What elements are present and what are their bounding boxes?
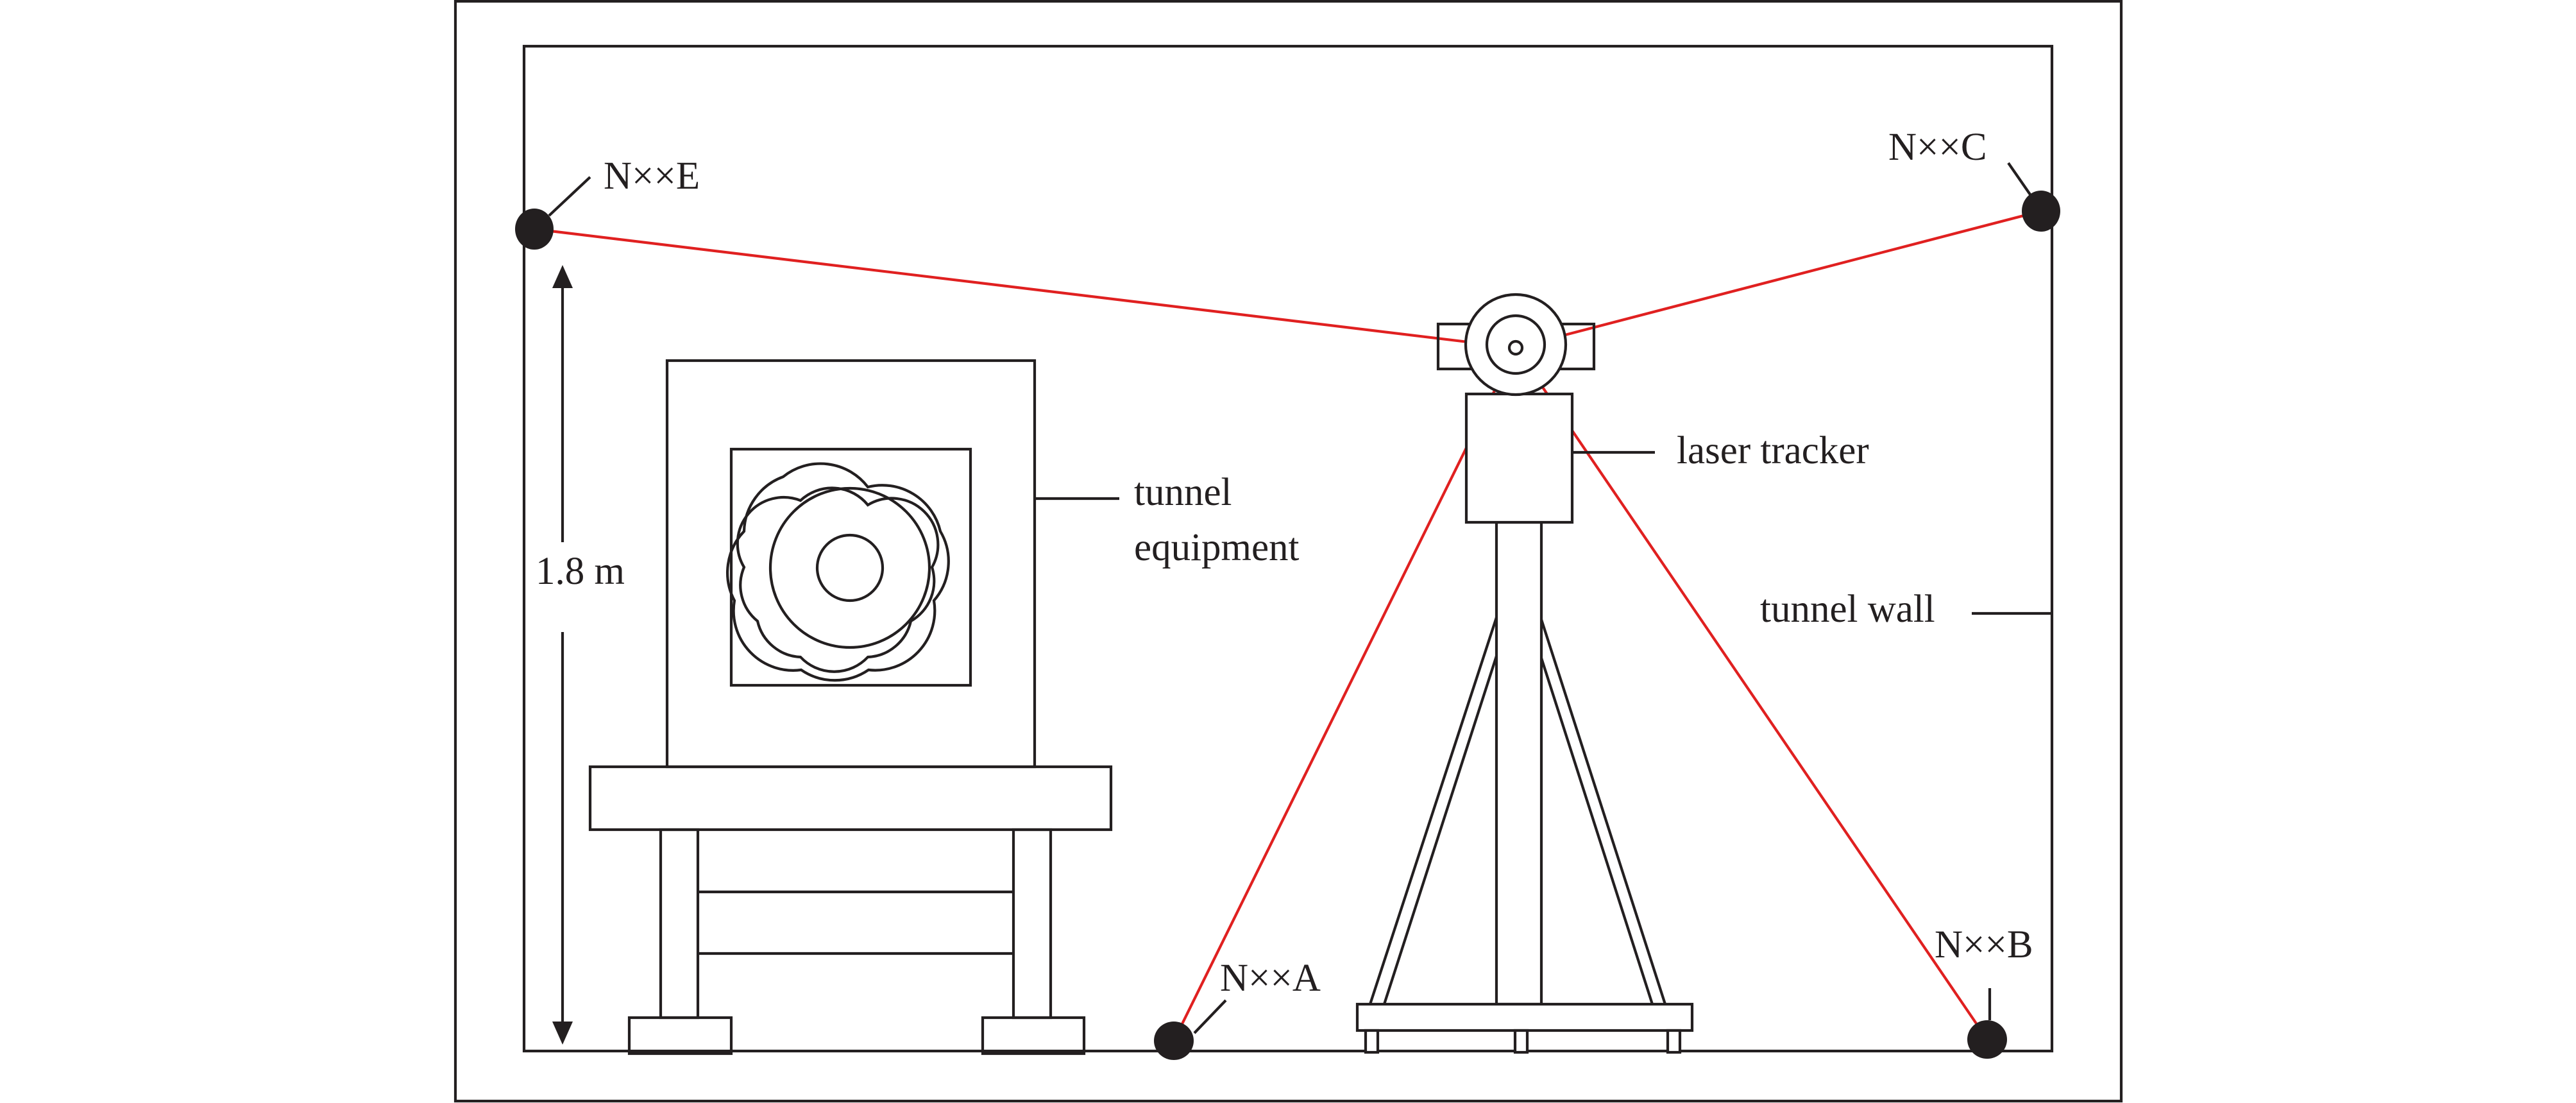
- equipment-ornament-icon: [726, 462, 950, 682]
- dimension-arrow-down-icon: [552, 1022, 573, 1045]
- target-point-c: [2022, 191, 2060, 232]
- tracker-head-ring: [1485, 314, 1546, 375]
- tripod-foot-right: [1666, 1029, 1682, 1054]
- tracker-body: [1464, 392, 1574, 524]
- leader-lines: [548, 162, 2052, 1034]
- height-dimension: [552, 265, 573, 1045]
- leader-point-c: [2007, 162, 2033, 198]
- label-tunnel-equipment-line2: equipment: [1134, 526, 1300, 569]
- label-point-c: N××C: [1888, 126, 1987, 169]
- tracker-head: [1464, 293, 1568, 397]
- target-points: [515, 191, 2060, 1060]
- laser-beam-to-a: [1173, 347, 1517, 1041]
- tripod-leg-right-outer: [1537, 609, 1666, 1005]
- outer-frame: [453, 0, 2123, 1103]
- label-point-b: N××B: [1935, 923, 2033, 966]
- equipment-table-top: [588, 765, 1113, 832]
- target-point-e: [515, 209, 554, 250]
- laser-beam-to-e: [534, 227, 1516, 350]
- label-point-a: N××A: [1220, 957, 1321, 1000]
- equipment-cabinet: [665, 359, 1037, 769]
- equipment-panel: [729, 447, 972, 687]
- label-height-dimension: 1.8 m: [536, 550, 625, 593]
- label-tunnel-wall: tunnel wall: [1760, 588, 1935, 631]
- equipment-table-foot-left: [627, 1016, 733, 1056]
- target-point-b: [1967, 1020, 2007, 1059]
- leader-point-e: [548, 176, 591, 217]
- dimension-arrow-up-icon: [552, 265, 573, 288]
- leader-point-a: [1193, 999, 1227, 1034]
- equipment-table-leg-left: [659, 828, 700, 1020]
- label-tunnel-equipment-line1: tunnel: [1134, 471, 1232, 514]
- tracker-lens-icon: [1507, 339, 1524, 356]
- tripod-post: [1495, 520, 1543, 1006]
- tripod-leg-right-inner: [1537, 647, 1654, 1005]
- label-laser-tracker: laser tracker: [1677, 429, 1869, 472]
- tripod-foot-center: [1513, 1029, 1529, 1054]
- tunnel-equipment: [588, 359, 1113, 1056]
- tripod-foot-left: [1364, 1029, 1380, 1054]
- laser-beams: [534, 209, 2042, 1041]
- laser-tracker: [1355, 293, 1694, 1054]
- tripod-leg-left-outer: [1369, 609, 1500, 1005]
- tripod-base: [1355, 1002, 1694, 1032]
- laser-beam-to-b: [1514, 346, 1988, 1041]
- label-point-e: N××E: [604, 155, 700, 198]
- laser-beam-to-c: [1515, 209, 2042, 350]
- tunnel-wall-outline: [522, 44, 2054, 1053]
- tripod-leg-left-inner: [1383, 647, 1500, 1005]
- target-point-a: [1154, 1022, 1194, 1060]
- equipment-table-foot-right: [981, 1016, 1086, 1056]
- equipment-table-leg-right: [1012, 828, 1053, 1020]
